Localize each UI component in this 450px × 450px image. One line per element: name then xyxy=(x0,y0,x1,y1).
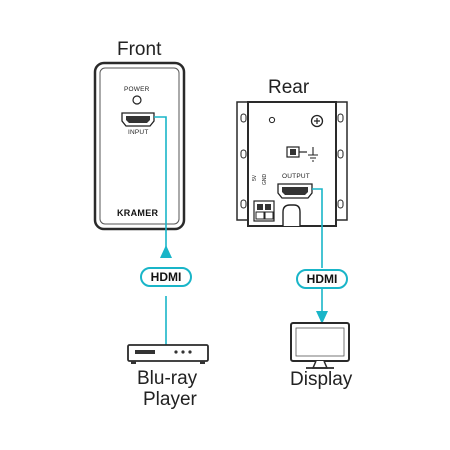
pin-5v-label: 5V xyxy=(252,174,258,181)
ground-terminal-icon xyxy=(286,146,318,162)
rear-label: Rear xyxy=(268,77,310,98)
arrow-up-icon xyxy=(160,245,172,258)
output-label: OUTPUT xyxy=(282,173,310,180)
input-label: INPUT xyxy=(128,129,149,136)
rear-panel-device xyxy=(236,101,348,227)
power-terminal-block-icon xyxy=(253,200,275,222)
cable-notch-icon xyxy=(282,204,301,226)
display-monitor-icon xyxy=(290,322,350,369)
pin-gnd-label: GND xyxy=(262,173,268,185)
hdmi-badge-right: HDMI xyxy=(296,269,348,289)
hdmi-badge-left: HDMI xyxy=(140,267,192,287)
screw-hole-icon xyxy=(268,116,276,124)
power-label: POWER xyxy=(124,86,150,93)
brand-logo: KRAMER xyxy=(117,208,159,218)
source-label-line1: Blu-ray xyxy=(137,368,198,389)
arrow-down-icon xyxy=(316,311,328,324)
power-led-icon xyxy=(132,95,142,105)
source-label-line2: Player xyxy=(143,389,197,410)
hdmi-output-port-icon xyxy=(277,183,313,199)
front-label: Front xyxy=(117,39,162,60)
bluray-player-icon xyxy=(127,344,209,364)
cable-right xyxy=(312,188,328,324)
ground-screw-icon xyxy=(310,114,324,128)
display-label: Display xyxy=(290,369,353,390)
hdmi-input-port-icon xyxy=(121,112,155,127)
cable-left xyxy=(154,116,172,345)
front-panel-device xyxy=(93,61,186,231)
